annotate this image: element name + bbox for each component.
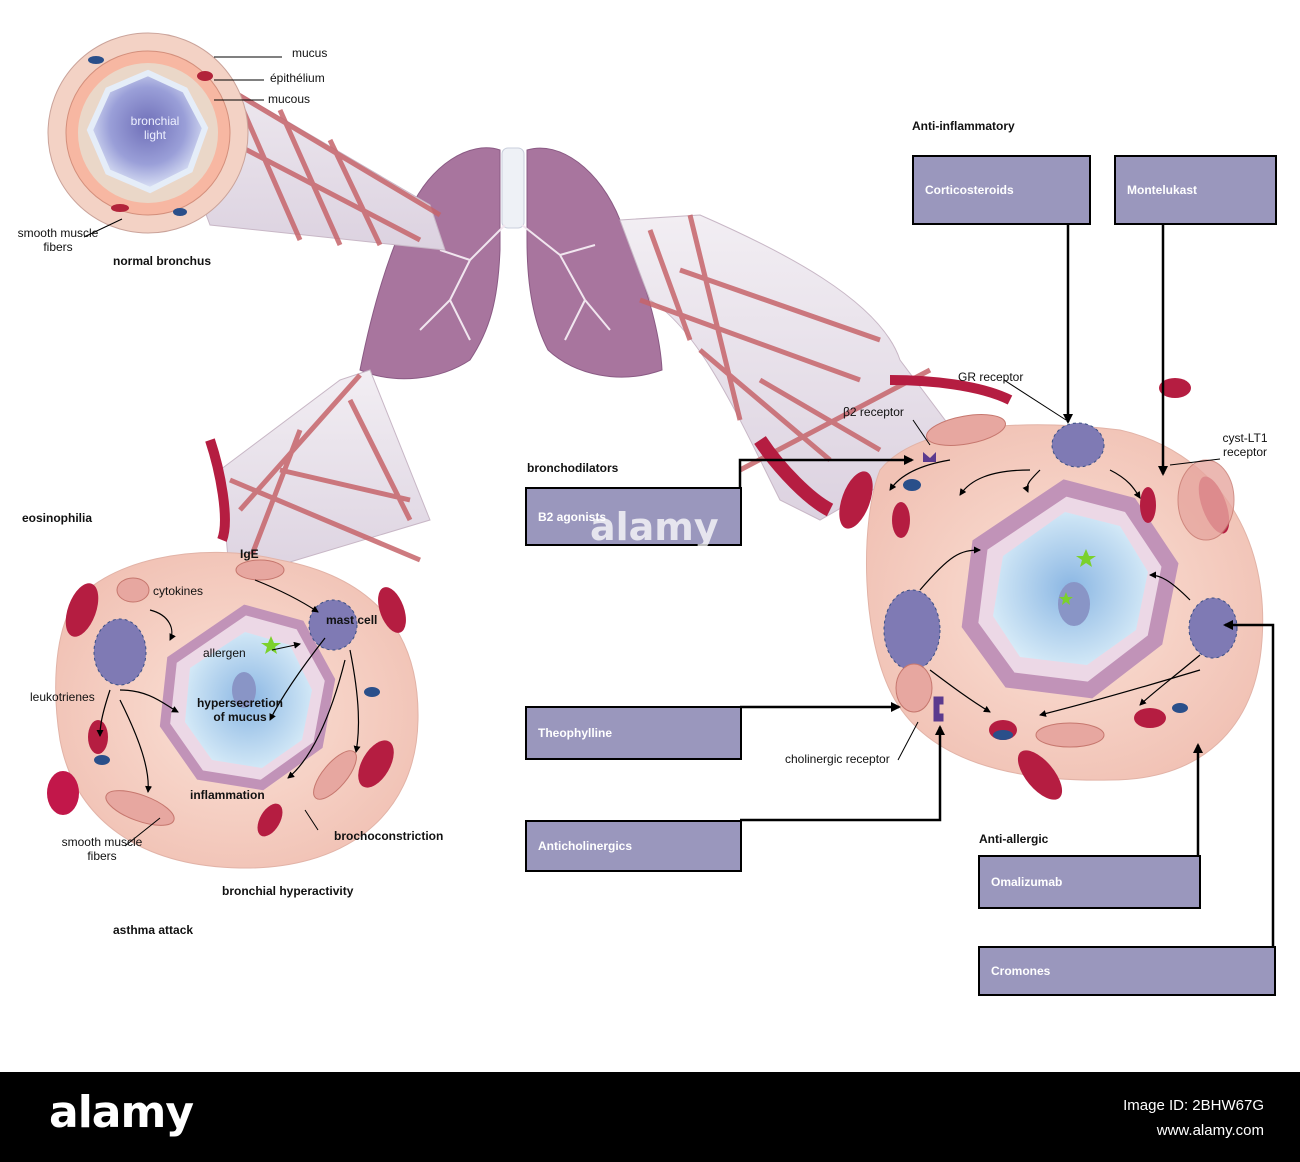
label-cholinergic-receptor: cholinergic receptor [785, 752, 890, 766]
drug-box-theophylline: Theophylline [525, 706, 742, 760]
leader-lines [83, 56, 1221, 847]
label-eosinophilia: eosinophilia [22, 511, 93, 525]
label-cytokines: cytokines [153, 584, 204, 598]
drug-box-montelukast: Montelukast [1114, 155, 1277, 225]
illustration [47, 32, 1275, 946]
drug-montelukast: Montelukast [1127, 183, 1198, 197]
label-mast-cell: mast cell [326, 613, 378, 627]
watermark-bar [0, 1072, 1300, 1162]
asthma-attack-cross-section [47, 551, 419, 869]
drug-omalizumab: Omalizumab [991, 875, 1063, 889]
treated-airway-tube [619, 214, 1013, 521]
label-beta2-receptor: β2 receptor [843, 405, 904, 419]
drug-box-corticosteroids: Corticosteroids [912, 155, 1091, 225]
watermark-overlay: alamy [590, 505, 719, 549]
lungs [359, 147, 663, 380]
label-allergen: allergen [203, 646, 246, 660]
drug-theophylline: Theophylline [538, 726, 613, 740]
image-id: Image ID: 2BHW67G [1123, 1097, 1264, 1114]
treated-cross-section [839, 378, 1264, 800]
label-leukotrienes: leukotrienes [30, 690, 95, 704]
drug-corticosteroids: Corticosteroids [925, 183, 1014, 197]
drug-box-omalizumab: Omalizumab [978, 855, 1201, 909]
label-smooth-muscle-asthma: smooth muscle fibers [61, 835, 143, 863]
normal-bronchus-illustration [47, 32, 249, 234]
label-anti-allergic: Anti-allergic [979, 832, 1049, 846]
label-cyst-lt1-receptor: cyst-LT1 receptor [1222, 431, 1268, 459]
normal-bronchus-title: normal bronchus [113, 254, 212, 268]
label-mucus: mucus [292, 46, 328, 60]
label-bronchodilators: bronchodilators [527, 461, 619, 475]
label-anti-inflammatory: Anti-inflammatory [912, 119, 1015, 133]
label-bronchial-lumen: bronchial light [130, 114, 180, 142]
asthma-diagram: mucus épithélium mucous bronchial light … [17, 32, 1277, 996]
label-gr-receptor: GR receptor [958, 370, 1024, 384]
label-mucous: mucous [268, 92, 311, 106]
alamy-logo: alamy [49, 1087, 194, 1138]
drug-b2-agonists: B2 agonists [538, 509, 607, 524]
label-inflammation: inflammation [190, 788, 265, 802]
drug-box-anticholinergics: Anticholinergics [525, 820, 742, 872]
label-epithelium: épithélium [270, 71, 325, 85]
asthma-airway-tube [205, 369, 431, 581]
watermark-url: www.alamy.com [1156, 1122, 1264, 1139]
asthma-attack-title: asthma attack [113, 923, 194, 937]
label-bronchoconstriction: brochoconstriction [334, 829, 444, 843]
drug-cromones: Cromones [991, 964, 1051, 978]
drug-box-b2-agonists: B2 agonists [525, 487, 742, 546]
label-hypersecretion: hypersecretion of mucus [196, 696, 284, 724]
label-smooth-muscle-normal: smooth muscle fibers [17, 226, 99, 254]
drug-pathway-lines [738, 225, 1275, 946]
label-ige: IgE [240, 547, 259, 561]
drug-anticholinergics: Anticholinergics [538, 839, 633, 853]
drug-box-cromones: Cromones [978, 946, 1276, 996]
label-bronchial-hyperactivity: bronchial hyperactivity [222, 884, 354, 898]
